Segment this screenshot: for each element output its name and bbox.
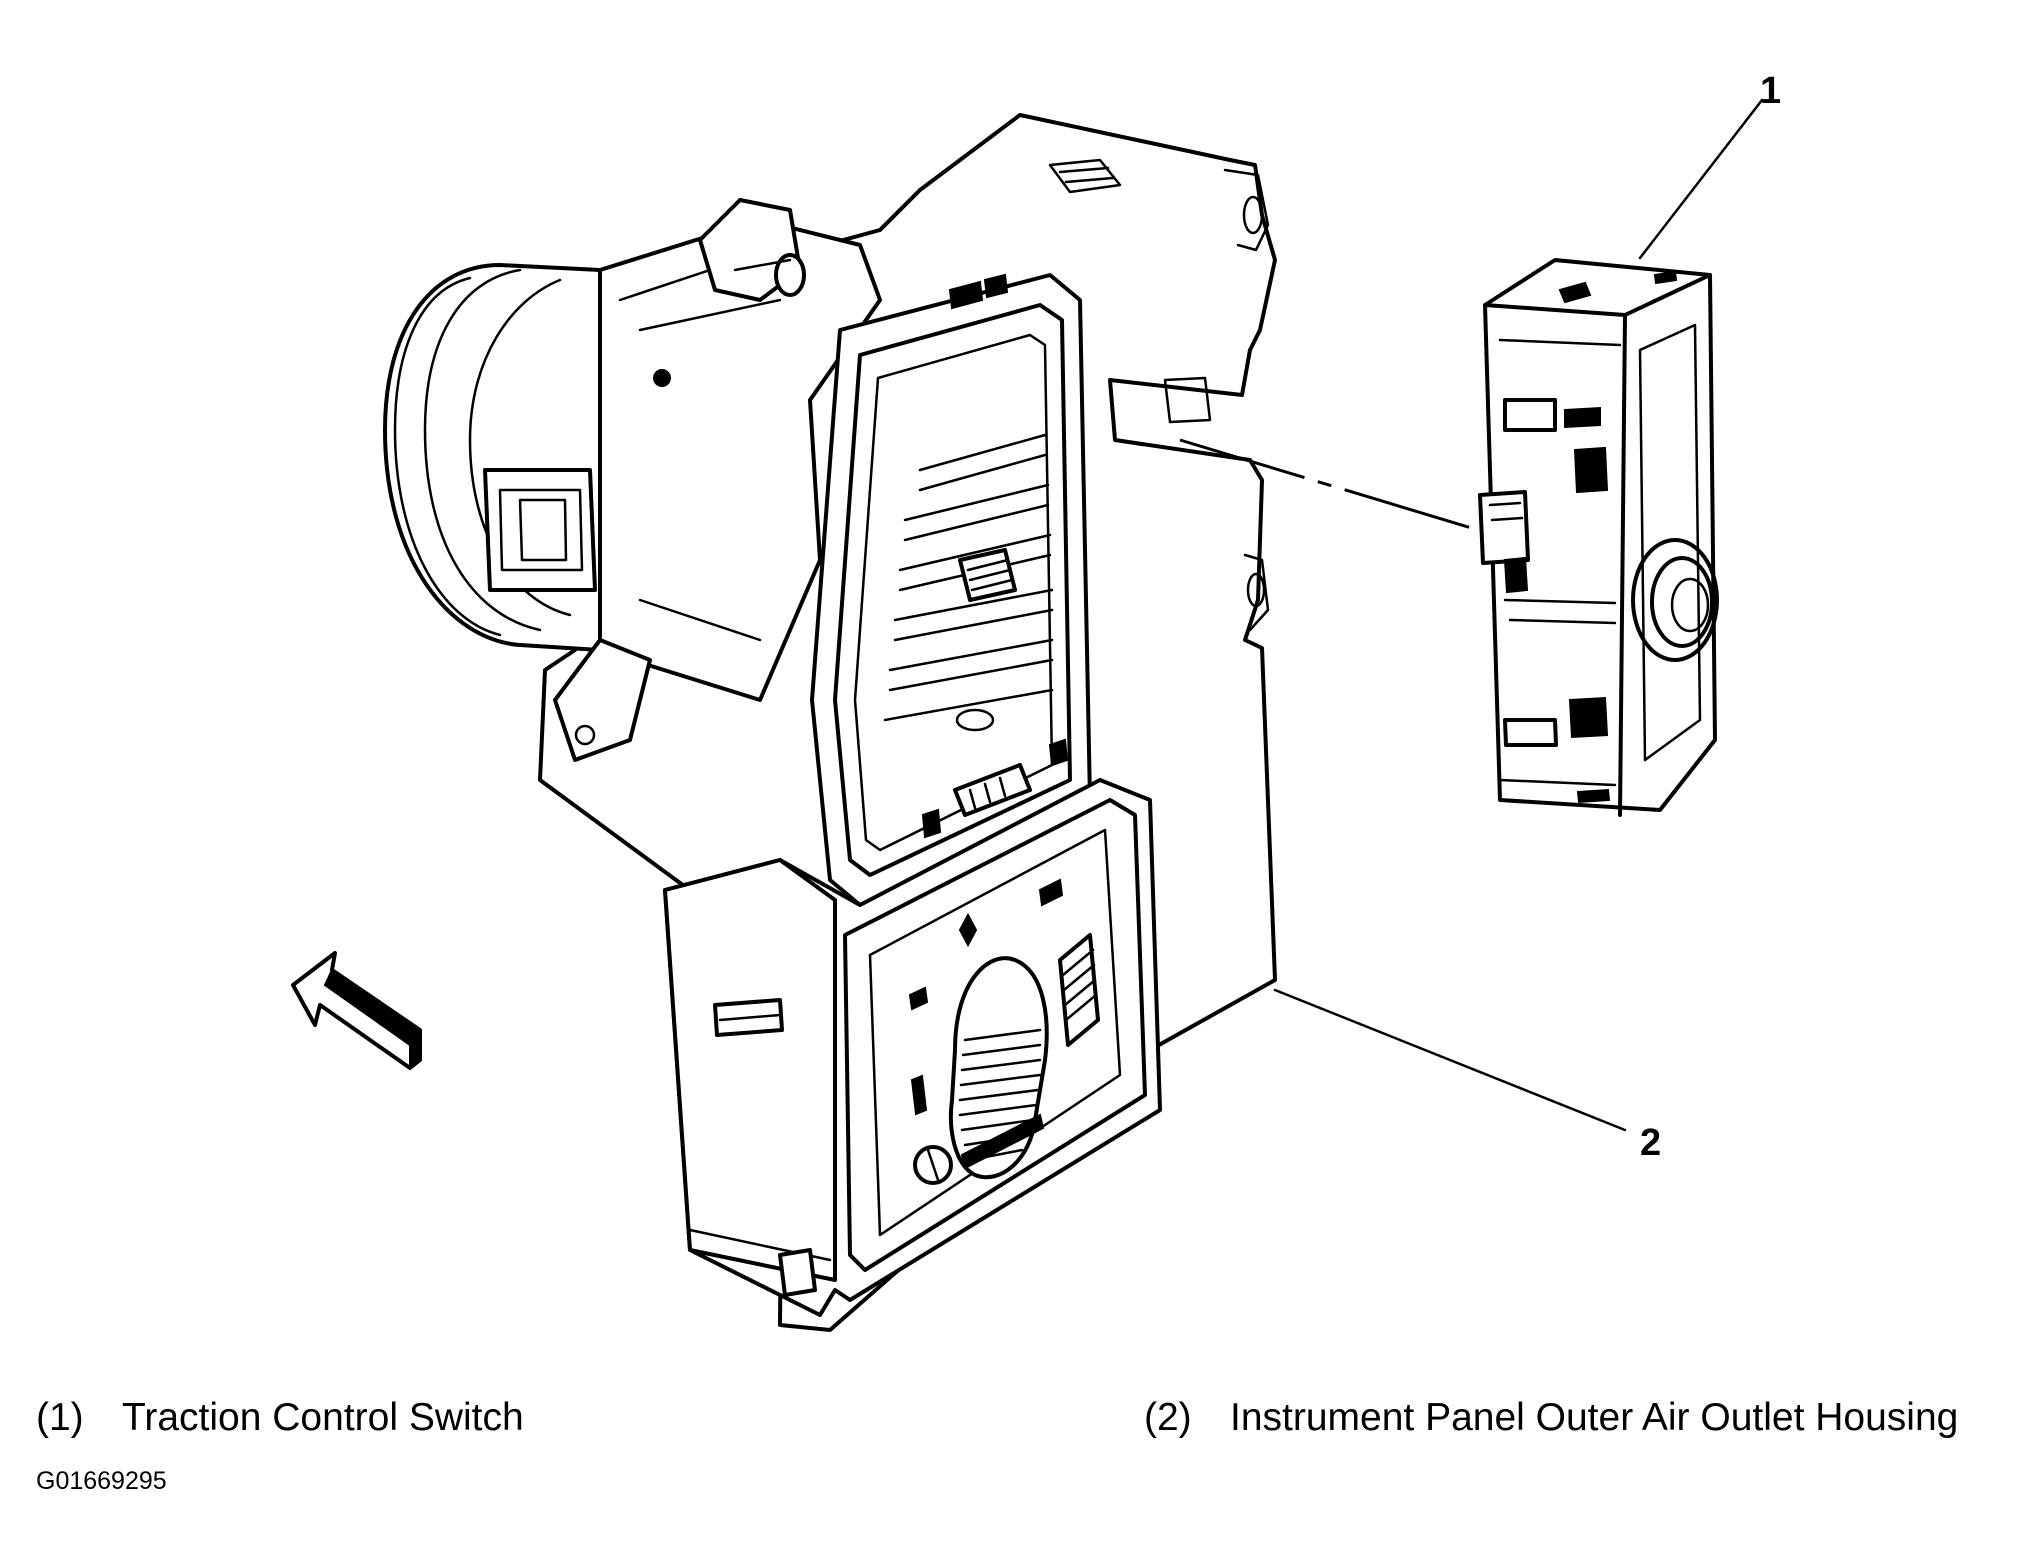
traction-control-switch <box>1478 258 1719 817</box>
caption-text-1: Traction Control Switch <box>122 1396 524 1439</box>
direction-arrow-icon <box>291 951 422 1071</box>
callout-number-2: 2 <box>1640 1122 1661 1164</box>
leader-line-1 <box>1638 98 1764 260</box>
caption-number-1: (1) <box>36 1396 84 1439</box>
alignment-line <box>1179 438 1479 532</box>
caption-number-2: (2) <box>1144 1396 1192 1439</box>
air-outlet-housing <box>383 113 1277 1332</box>
caption-text-2: Instrument Panel Outer Air Outlet Housin… <box>1230 1396 1959 1439</box>
callout-number-1: 1 <box>1760 70 1781 112</box>
figure-id: G01669295 <box>36 1467 167 1495</box>
leader-line-2 <box>1273 988 1627 1132</box>
caption-air-outlet-housing: (2) Instrument Panel Outer Air Outlet Hou… <box>1144 1398 1958 1437</box>
caption-traction-control-switch: (1) Traction Control Switch <box>36 1398 524 1437</box>
